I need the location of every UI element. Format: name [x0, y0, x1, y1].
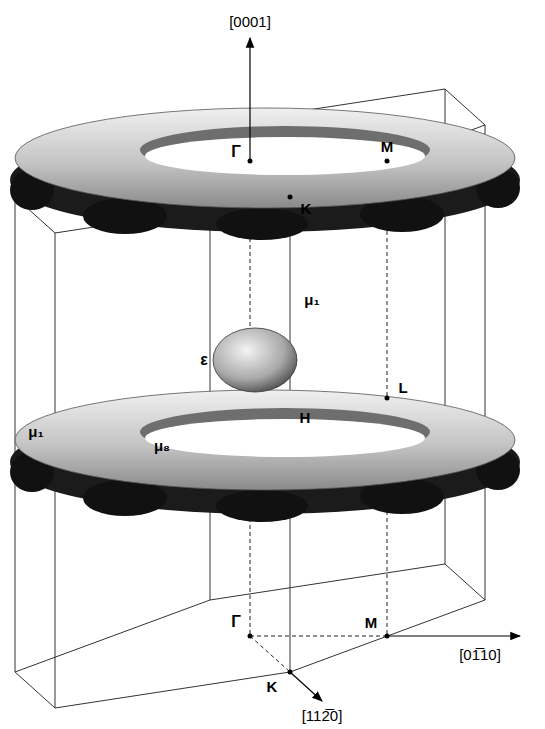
sheet-label: μ₁ [304, 292, 319, 309]
axis-label: [01̅10] [459, 647, 501, 664]
point-label: Γ [231, 143, 241, 161]
sheet-label: μ₁ [28, 424, 43, 441]
point-label: L [398, 380, 407, 397]
point-label: M [381, 139, 394, 156]
point-label: K [301, 201, 312, 218]
point-label: H [300, 410, 311, 427]
fermi-lens [213, 328, 297, 392]
point-label: M [365, 615, 378, 632]
axis-arrows [250, 38, 520, 701]
axis-label: [112̅0] [302, 708, 343, 725]
axis-label: [0001] [229, 14, 271, 31]
fermi-surface-ring [10, 108, 520, 240]
sheet-label: ε [200, 351, 208, 369]
symmetry-points [248, 159, 390, 675]
point-label: Γ [231, 613, 241, 631]
point-label: K [267, 679, 278, 696]
sheet-label: μ₈ [154, 438, 170, 455]
fermi-surface-ring [10, 390, 520, 522]
